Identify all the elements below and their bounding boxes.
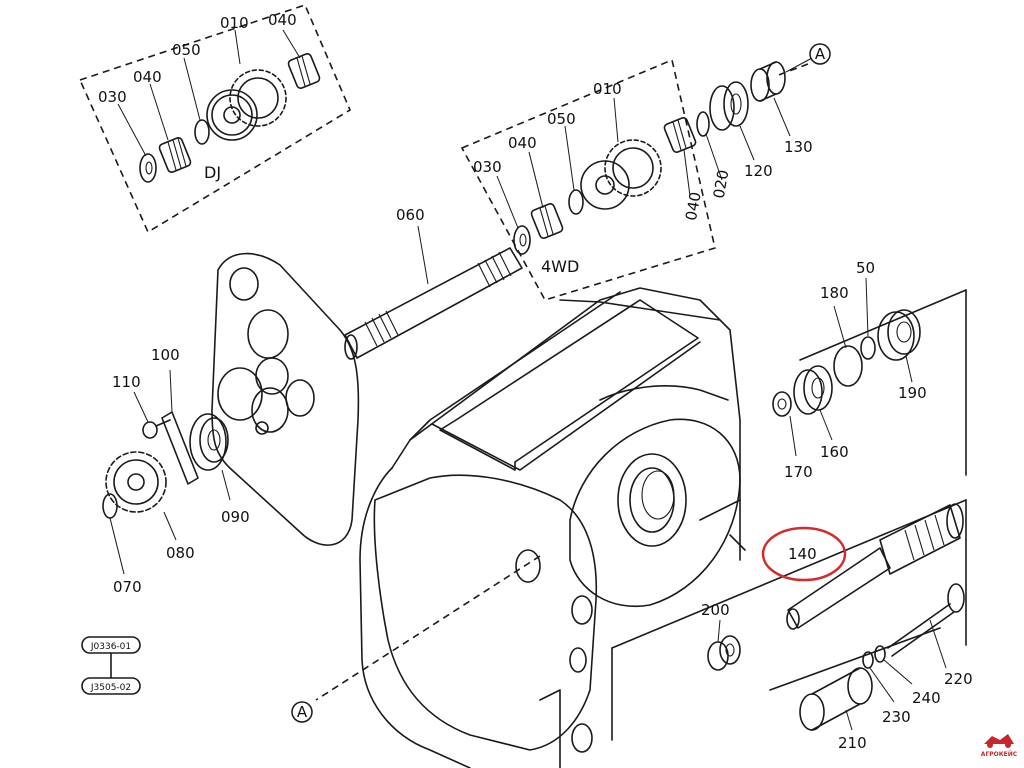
label-090: 090 bbox=[221, 508, 250, 526]
label-030-4wd: 030 bbox=[473, 158, 502, 176]
label-120: 120 bbox=[744, 162, 773, 180]
label-140: 140 bbox=[788, 545, 817, 563]
shaft-060 bbox=[345, 226, 522, 359]
ref-a-bottom: A bbox=[297, 703, 308, 721]
label-130: 130 bbox=[784, 138, 813, 156]
label-070: 070 bbox=[113, 578, 142, 596]
label-100: 100 bbox=[151, 346, 180, 364]
ref-code-badges: J0336-01 J3505-02 bbox=[82, 637, 140, 694]
watermark-text: АГРОКЕЙС bbox=[981, 750, 1018, 758]
reference-a-markers: A A bbox=[292, 44, 830, 722]
label-040-dj: 040 bbox=[133, 68, 162, 86]
label-240: 240 bbox=[912, 689, 941, 707]
label-4wd: 4WD bbox=[541, 257, 579, 276]
label-020: 020 bbox=[710, 168, 733, 199]
label-060: 060 bbox=[396, 206, 425, 224]
label-210: 210 bbox=[838, 734, 867, 752]
transmission-housing bbox=[360, 288, 745, 768]
label-230: 230 bbox=[882, 708, 911, 726]
label-170: 170 bbox=[784, 463, 813, 481]
4wd-subassembly bbox=[462, 60, 722, 300]
label-010-dj: 010 bbox=[220, 14, 249, 32]
label-180: 180 bbox=[820, 284, 849, 302]
label-080: 080 bbox=[166, 544, 195, 562]
label-190: 190 bbox=[898, 384, 927, 402]
watermark-logo: АГРОКЕЙС bbox=[981, 734, 1018, 758]
label-010-4wd: 010 bbox=[593, 80, 622, 98]
label-040-4wd-b: 040 bbox=[682, 191, 705, 222]
ref-a-top: A bbox=[815, 45, 826, 63]
label-040-4wd: 040 bbox=[508, 134, 537, 152]
label-50: 50 bbox=[856, 259, 875, 277]
label-030-dj: 030 bbox=[98, 88, 127, 106]
cover-plate bbox=[212, 254, 358, 546]
label-040-dj-top: 040 bbox=[268, 11, 297, 29]
right-upper-parts bbox=[773, 278, 966, 484]
label-110: 110 bbox=[112, 373, 141, 391]
label-050-dj: 050 bbox=[172, 41, 201, 59]
label-050-4wd: 050 bbox=[547, 110, 576, 128]
label-220: 220 bbox=[944, 670, 973, 688]
ref-code-2: J3505-02 bbox=[90, 683, 131, 693]
label-dj: DJ bbox=[204, 163, 221, 182]
label-160: 160 bbox=[820, 443, 849, 461]
ref-code-1: J0336-01 bbox=[90, 642, 131, 652]
label-200: 200 bbox=[701, 601, 730, 619]
dj-subassembly bbox=[80, 5, 350, 232]
